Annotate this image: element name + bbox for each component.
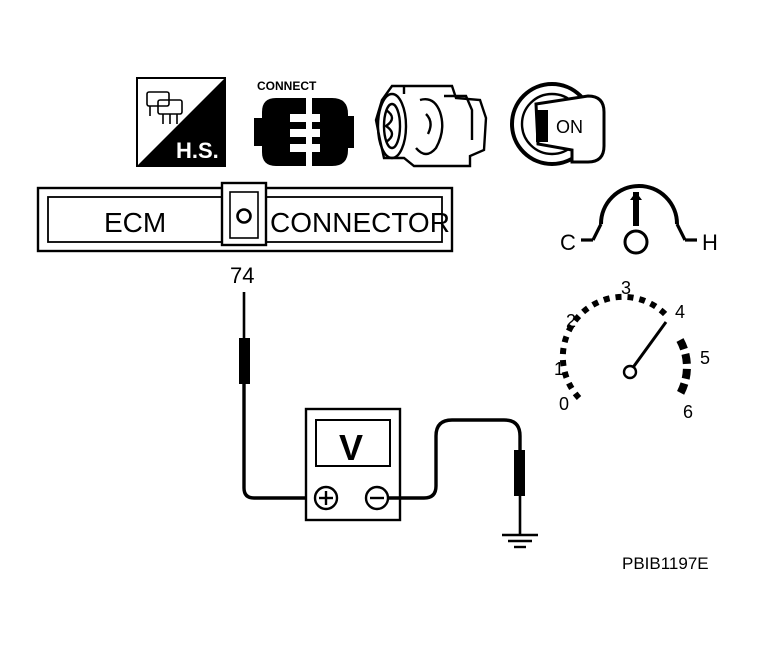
voltmeter-display: V bbox=[339, 427, 363, 468]
temperature-needle bbox=[633, 192, 639, 226]
positive-probe-lead bbox=[239, 292, 312, 500]
tach-scale-0: 0 bbox=[559, 394, 569, 414]
tach-scale-3: 3 bbox=[621, 278, 631, 298]
connector-sketch-icon bbox=[146, 91, 183, 124]
tach-scale-5: 5 bbox=[700, 348, 710, 368]
voltmeter: V bbox=[304, 407, 402, 522]
terminal-number: 74 bbox=[230, 263, 254, 288]
ecm-connector: ECM CONNECTOR bbox=[36, 181, 454, 253]
tachometer-hub bbox=[622, 364, 638, 380]
ecm-label: ECM bbox=[104, 207, 166, 238]
tach-scale-4: 4 bbox=[675, 302, 685, 322]
negative-probe-lead bbox=[388, 418, 525, 535]
hs-label: H.S. bbox=[176, 138, 219, 163]
temperature-gauge: C H bbox=[560, 184, 718, 255]
cold-label: C bbox=[560, 230, 576, 255]
figure-code: PBIB1197E bbox=[622, 554, 709, 573]
connect-label: CONNECT bbox=[257, 79, 317, 93]
tach-scale-6: 6 bbox=[683, 402, 693, 422]
terminal-74-pin bbox=[236, 208, 252, 224]
connect-icon: CONNECT bbox=[252, 79, 354, 168]
ground-icon bbox=[502, 533, 538, 549]
tachometer: 0 1 2 3 4 5 6 bbox=[554, 278, 710, 422]
connector-label: CONNECTOR bbox=[270, 207, 450, 238]
tach-scale-1: 1 bbox=[554, 359, 564, 379]
hot-label: H bbox=[702, 230, 718, 255]
tach-scale-2: 2 bbox=[566, 311, 576, 331]
hs-disconnect-icon: H.S. bbox=[136, 77, 226, 167]
ignition-key-on-icon: ON bbox=[510, 82, 606, 166]
on-label: ON bbox=[556, 117, 583, 137]
engine-icon bbox=[374, 84, 488, 168]
